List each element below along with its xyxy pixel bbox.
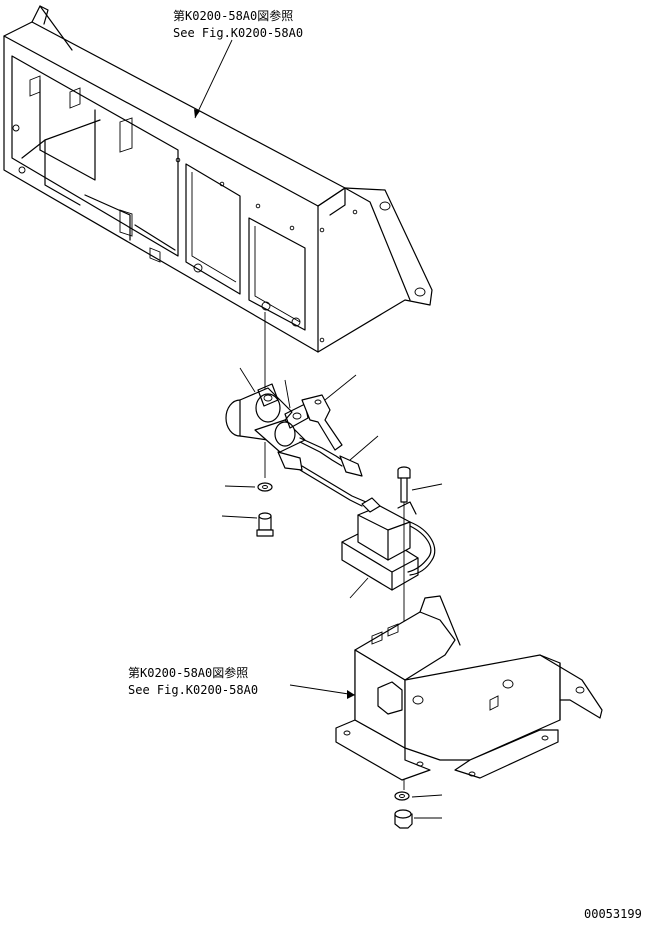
right-bolt <box>397 466 411 503</box>
lower-washer <box>394 791 410 801</box>
drawing-number: 00053199 <box>584 907 642 921</box>
clamp-leader-2 <box>284 379 291 409</box>
right-bolt-leader <box>411 483 443 491</box>
upper-panel-frame <box>3 5 433 353</box>
top-reference-leader <box>194 39 233 119</box>
relay-clamp-assembly <box>225 383 367 507</box>
top-reference-arrow <box>194 109 200 118</box>
top-reference-label-jp: 第K0200-58A0図参照 <box>173 8 293 23</box>
bottom-reference-label-jp: 第K0200-58A0図参照 <box>128 665 248 680</box>
left-washer <box>257 482 273 492</box>
top-reference-label-en: See Fig.K0200-58A0 <box>173 26 303 40</box>
bottom-reference-label-en: See Fig.K0200-58A0 <box>128 683 258 697</box>
horn-relay-module <box>341 497 436 591</box>
left-bolt <box>256 512 274 537</box>
lower-mounting-bracket <box>335 595 603 781</box>
bracket-leader <box>324 374 357 401</box>
lower-washer-leader <box>411 794 443 798</box>
bottom-reference-arrow <box>347 690 355 699</box>
lower-nut <box>394 809 413 829</box>
module-leader <box>349 577 369 599</box>
clamp-leader-1 <box>239 367 256 393</box>
left-washer-leader <box>224 485 256 488</box>
connector-leader <box>349 435 379 461</box>
left-bolt-leader <box>221 515 258 519</box>
bottom-reference-leader <box>289 684 356 696</box>
